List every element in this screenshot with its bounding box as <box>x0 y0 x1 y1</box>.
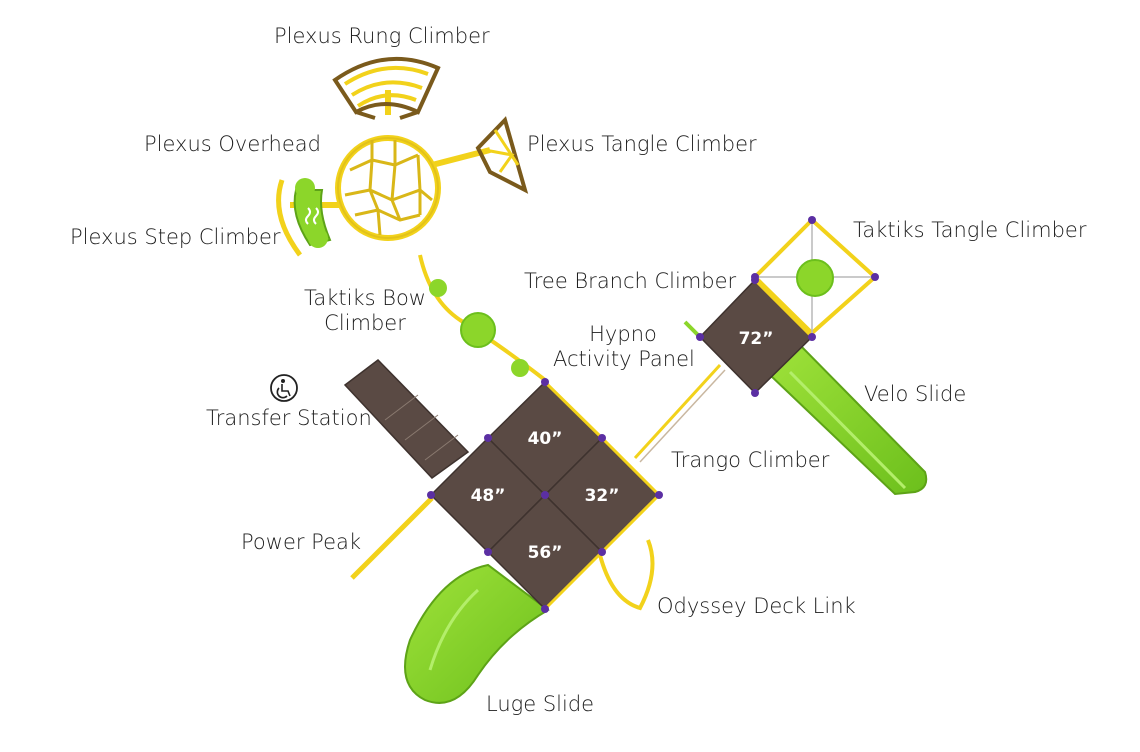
label-hypno-activity-panel: Hypno Activity Panel <box>553 322 695 372</box>
deck-56-height: 56” <box>528 543 563 563</box>
transfer-station-structure <box>343 359 470 479</box>
luge-slide-structure <box>404 563 550 704</box>
label-luge-slide: Luge Slide <box>486 692 595 716</box>
label-velo-slide: Velo Slide <box>864 382 967 406</box>
odyssey-deck-link-structure <box>598 539 655 611</box>
plexus-rung-climber-structure <box>332 56 441 120</box>
taktiks-bow-climber-structure <box>418 254 547 382</box>
plexus-tangle-climber-structure <box>475 116 529 194</box>
plexus-step-climber-structure <box>276 178 332 257</box>
deck-72-structure: 72” <box>683 276 816 397</box>
label-hypno-activity-panel-line2: Activity Panel <box>553 347 695 371</box>
label-taktiks-bow-climber: Taktiks Bow Climber <box>300 286 430 336</box>
trango-climber-structure <box>633 363 726 463</box>
deck-32-height: 32” <box>585 486 620 506</box>
label-trango-climber: Trango Climber <box>671 448 830 472</box>
label-tree-branch-climber: Tree Branch Climber <box>524 269 737 293</box>
label-odyssey-deck-link: Odyssey Deck Link <box>657 594 856 618</box>
wheelchair-accessible-icon <box>270 374 298 402</box>
power-peak-structure <box>350 496 434 580</box>
label-plexus-overhead: Plexus Overhead <box>144 132 321 156</box>
label-taktiks-bow-climber-line2: Climber <box>324 311 406 335</box>
label-plexus-rung-climber: Plexus Rung Climber <box>274 24 490 48</box>
label-taktiks-tangle-climber: Taktiks Tangle Climber <box>853 218 1087 242</box>
label-plexus-tangle-climber: Plexus Tangle Climber <box>527 132 757 156</box>
main-deck-cluster: 40” 48” 32” 56” <box>427 378 663 613</box>
deck-40-height: 40” <box>528 429 563 449</box>
label-power-peak: Power Peak <box>241 530 362 554</box>
label-transfer-station: Transfer Station <box>206 406 372 430</box>
plexus-overhead-structure <box>290 90 491 241</box>
velo-slide-structure <box>768 343 928 496</box>
deck-48-height: 48” <box>471 486 506 506</box>
label-hypno-activity-panel-line1: Hypno <box>589 322 657 346</box>
label-taktiks-bow-climber-line1: Taktiks Bow <box>303 286 426 310</box>
label-plexus-step-climber: Plexus Step Climber <box>70 225 281 249</box>
deck-72-height: 72” <box>739 329 774 349</box>
